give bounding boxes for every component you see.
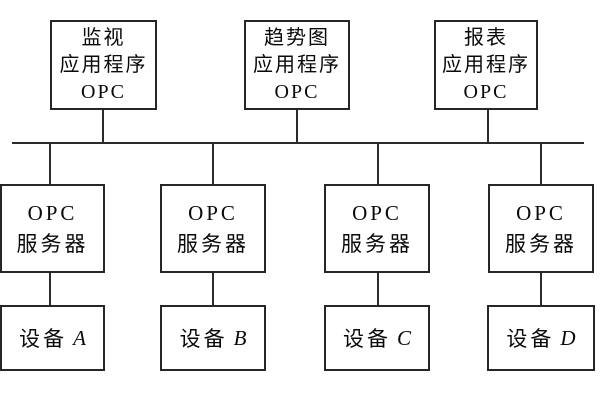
server-box-2: OPC 服务器 <box>160 184 266 273</box>
bus-line <box>12 142 584 144</box>
connector-line <box>540 273 542 305</box>
app-box-line: 趋势图 <box>264 26 330 49</box>
app-box-line: OPC <box>274 80 320 103</box>
server-box-3: OPC 服务器 <box>324 184 430 273</box>
connector-line <box>49 273 51 305</box>
app-box-monitor: 监视 应用程序 OPC <box>50 20 157 110</box>
server-box-4: OPC 服务器 <box>488 184 594 273</box>
server-box-line: 服务器 <box>16 231 89 256</box>
device-label: 设备 <box>506 327 555 351</box>
device-label: 设备 <box>19 327 68 351</box>
device-letter: A <box>73 325 86 350</box>
device-letter: C <box>396 325 411 350</box>
app-box-line: 应用程序 <box>253 53 341 76</box>
app-box-line: 应用程序 <box>59 53 148 76</box>
server-box-line: 服务器 <box>341 231 413 256</box>
app-box-trend: 趋势图 应用程序 OPC <box>244 20 350 110</box>
server-box-line: 服务器 <box>505 231 577 256</box>
device-letter: D <box>560 325 576 350</box>
connector-line <box>212 273 214 305</box>
device-box-b: 设备 B <box>160 305 266 371</box>
server-box-1: OPC 服务器 <box>0 184 105 273</box>
connector-line <box>377 273 379 305</box>
app-box-line: 监视 <box>81 26 126 49</box>
server-box-line: OPC <box>188 200 238 225</box>
connector-line <box>540 143 542 184</box>
connector-line <box>49 143 51 184</box>
app-box-line: 应用程序 <box>442 53 530 76</box>
connector-line <box>487 110 489 143</box>
app-box-line: OPC <box>463 80 509 103</box>
connector-line <box>377 143 379 184</box>
server-box-line: OPC <box>352 200 402 225</box>
connector-line <box>102 110 104 143</box>
device-box-d: 设备 D <box>487 305 595 371</box>
app-box-report: 报表 应用程序 OPC <box>434 20 538 110</box>
device-label: 设备 <box>179 327 228 351</box>
device-box-c: 设备 C <box>324 305 430 371</box>
connector-line <box>212 143 214 184</box>
server-box-line: OPC <box>27 200 78 225</box>
device-label: 设备 <box>342 327 391 351</box>
connector-line <box>296 110 298 143</box>
device-box-a: 设备 A <box>0 305 105 371</box>
app-box-line: 报表 <box>464 26 508 49</box>
server-box-line: 服务器 <box>177 231 249 256</box>
app-box-line: OPC <box>81 80 126 103</box>
server-box-line: OPC <box>516 200 566 225</box>
device-letter: B <box>233 325 247 350</box>
